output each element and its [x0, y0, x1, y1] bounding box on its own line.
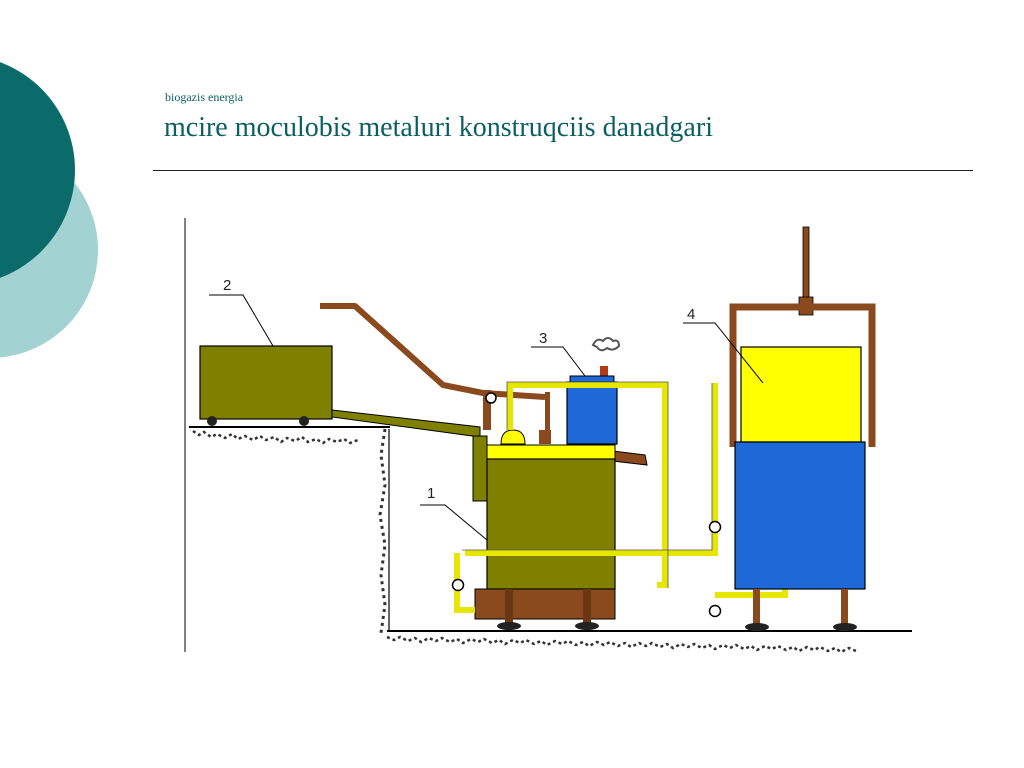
pit-wall: [378, 428, 390, 634]
callout-label-1: 1: [427, 485, 435, 502]
digester: [472, 429, 648, 630]
gas-holder: [729, 226, 876, 631]
callout-leaders: [209, 294, 764, 541]
callout-label-3: 3: [539, 330, 547, 347]
decorative-circles: [0, 62, 98, 358]
biogas-plant-diagram: 1 2 3 4: [184, 218, 912, 654]
callout-label-2: 2: [223, 277, 231, 294]
title-divider: [153, 170, 973, 171]
feed-chute: [331, 409, 481, 438]
slide-title: mcire moculobis metaluri konstruqciis da…: [164, 112, 713, 143]
valve-mid: [708, 520, 722, 534]
slide-supertitle: biogazis energia: [165, 90, 244, 104]
valve-left: [451, 578, 465, 592]
loading-lever: [320, 303, 551, 444]
upper-ground: [189, 426, 390, 445]
feed-cart: [199, 345, 333, 426]
gas-pipes-outline: [462, 381, 713, 588]
gas-vessel: [566, 337, 621, 445]
decor-circle-dark: [0, 62, 75, 278]
valve-bottom: [708, 604, 722, 618]
callout-label-4: 4: [687, 306, 695, 323]
bottom-ground: [386, 630, 912, 654]
